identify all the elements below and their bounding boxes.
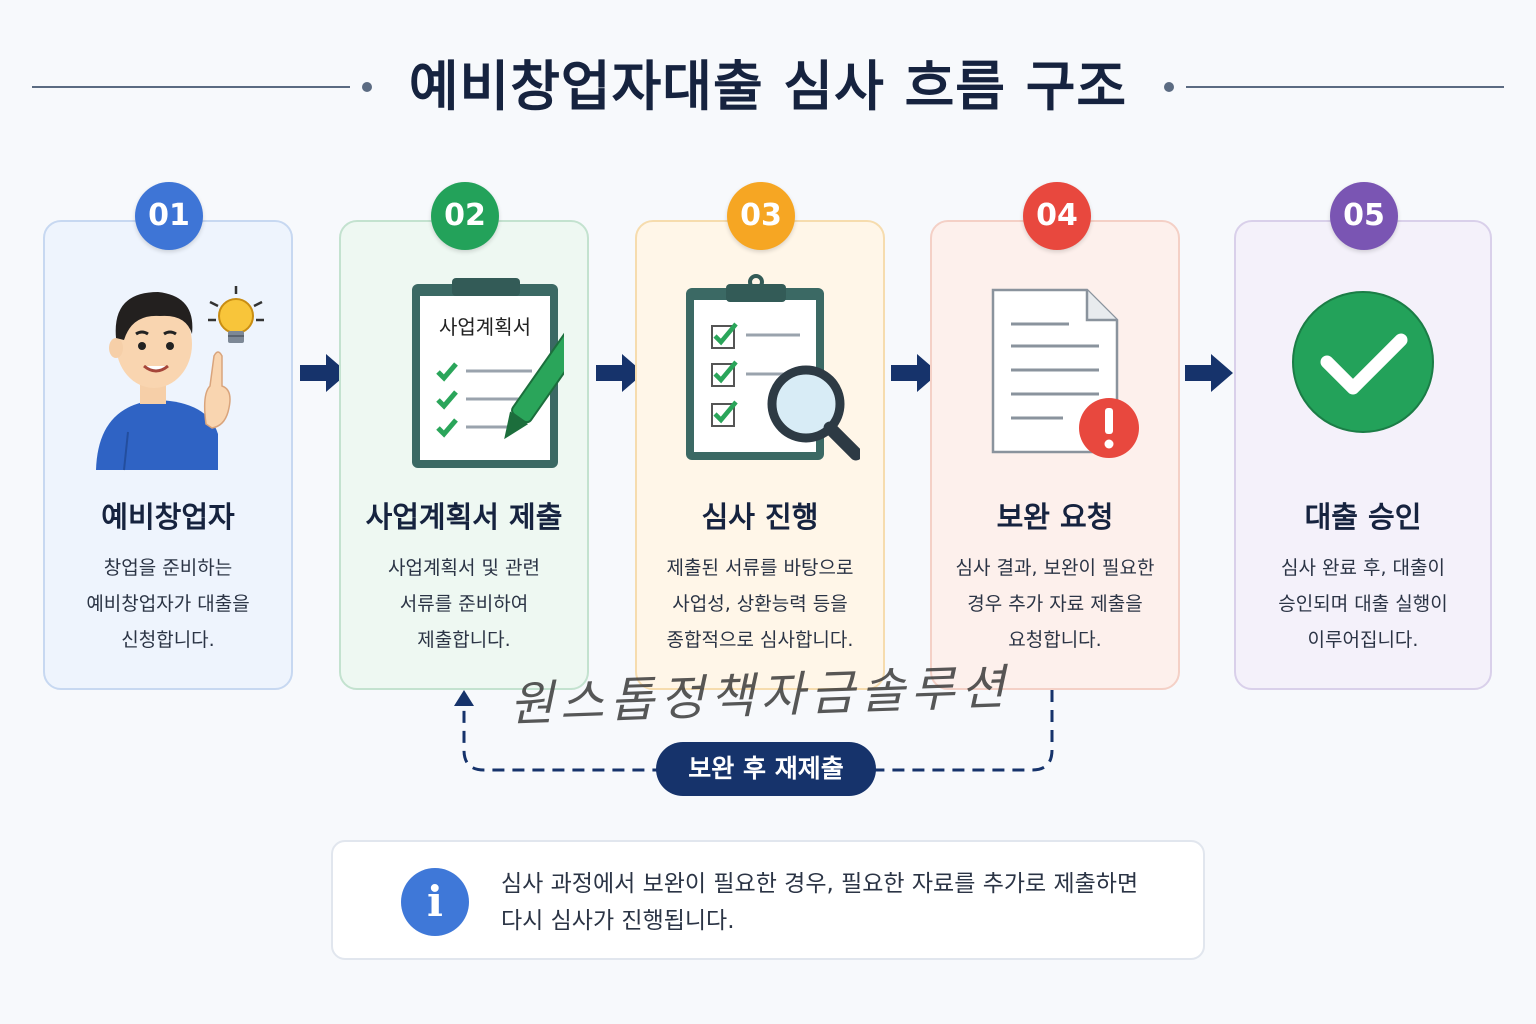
- step-card-3: 심사 진행 제출된 서류를 바탕으로 사업성, 상환능력 등을 종합적으로 심사…: [635, 220, 885, 690]
- step-card-2: 사업계획서 사업계획서 제출 사업계획서 및 관련 서류를 준비하여 제출합니다…: [339, 220, 589, 690]
- check-circle-icon: [1236, 274, 1490, 474]
- document-alert-icon: [932, 274, 1178, 474]
- step-title: 보완 요청: [996, 500, 1114, 534]
- step-title: 예비창업자: [101, 500, 235, 534]
- resubmit-label: 보완 후 재제출: [656, 742, 876, 796]
- info-box: i 심사 과정에서 보완이 필요한 경우, 필요한 자료를 추가로 제출하면 다…: [331, 840, 1205, 960]
- header-dot-right: [1164, 82, 1174, 92]
- step-number-badge: 05: [1330, 182, 1398, 250]
- step-description: 사업계획서 및 관련 서류를 준비하여 제출합니다.: [388, 557, 540, 651]
- person-idea-icon: [45, 274, 291, 474]
- arrow-right-icon: [596, 354, 644, 392]
- arrow-right-icon: [1185, 354, 1233, 392]
- step-number-badge: 04: [1023, 182, 1091, 250]
- step-description: 창업을 준비하는 예비창업자가 대출을 신청합니다.: [86, 557, 250, 651]
- header-dot-left: [362, 82, 372, 92]
- step-number-badge: 03: [727, 182, 795, 250]
- clipboard-magnifier-icon: [637, 274, 883, 474]
- page-title: 예비창업자대출 심사 흐름 구조: [408, 55, 1128, 118]
- step-card-5: 대출 승인 심사 완료 후, 대출이 승인되며 대출 실행이 이루어집니다.: [1234, 220, 1492, 690]
- step-description: 제출된 서류를 바탕으로 사업성, 상환능력 등을 종합적으로 심사합니다.: [666, 557, 854, 651]
- info-text: 심사 과정에서 보완이 필요한 경우, 필요한 자료를 추가로 제출하면 다시 …: [501, 866, 1138, 940]
- arrow-right-icon: [891, 354, 939, 392]
- info-icon: i: [401, 868, 469, 936]
- step-number-badge: 01: [135, 182, 203, 250]
- clipboard-label: 사업계획서: [439, 315, 531, 339]
- step-title: 대출 승인: [1304, 500, 1422, 534]
- step-card-1: 예비창업자 창업을 준비하는 예비창업자가 대출을 신청합니다.: [43, 220, 293, 690]
- step-description: 심사 결과, 보완이 필요한 경우 추가 자료 제출을 요청합니다.: [955, 557, 1155, 651]
- step-number-badge: 02: [431, 182, 499, 250]
- clipboard-checklist-icon: 사업계획서: [341, 274, 587, 474]
- header-line-left: [32, 86, 350, 88]
- info-line: 다시 심사가 진행됩니다.: [501, 908, 735, 934]
- step-description: 심사 완료 후, 대출이 승인되며 대출 실행이 이루어집니다.: [1278, 557, 1448, 651]
- info-line: 심사 과정에서 보완이 필요한 경우, 필요한 자료를 추가로 제출하면: [501, 871, 1139, 897]
- step-title: 심사 진행: [701, 500, 819, 534]
- header-line-right: [1186, 86, 1504, 88]
- arrow-right-icon: [300, 354, 348, 392]
- step-title: 사업계획서 제출: [365, 500, 563, 534]
- step-card-4: 보완 요청 심사 결과, 보완이 필요한 경우 추가 자료 제출을 요청합니다.: [930, 220, 1180, 690]
